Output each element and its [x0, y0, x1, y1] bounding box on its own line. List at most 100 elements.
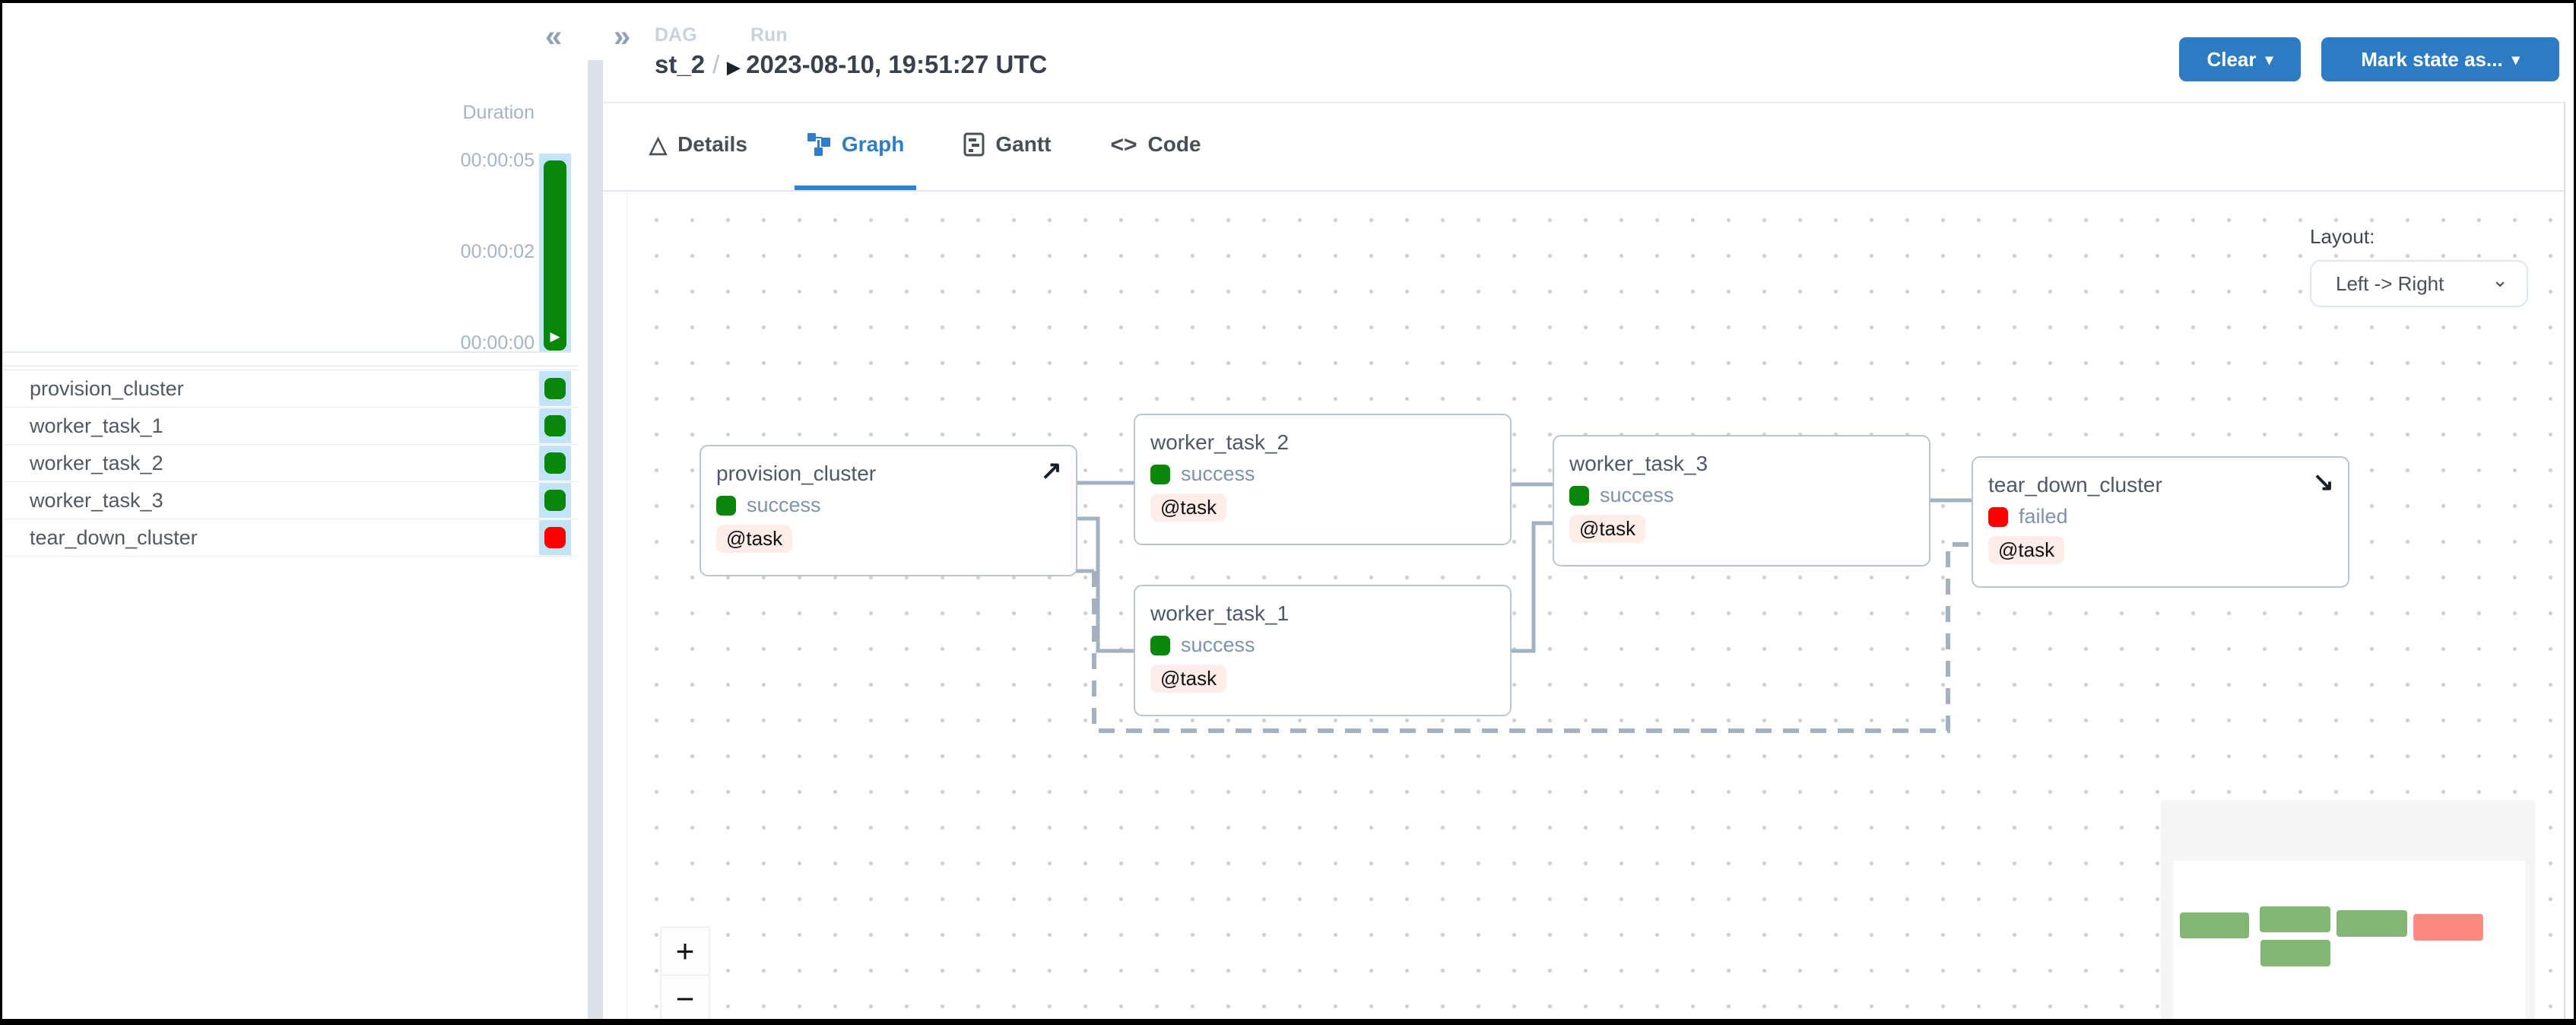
task-status-square[interactable] — [544, 415, 566, 436]
tab-details[interactable]: △ Details — [645, 132, 752, 191]
edge-worker1-to-worker3 — [1512, 521, 1553, 653]
panel-splitter[interactable] — [588, 60, 603, 1019]
layout-label: Layout: — [2310, 225, 2375, 248]
task-decorator-badge: @task — [1150, 493, 1227, 522]
task-status-cell — [539, 446, 571, 481]
task-status-square[interactable] — [544, 378, 566, 399]
scrollbar-track[interactable] — [2564, 102, 2574, 1019]
dag-id-link[interactable]: st_2 — [655, 50, 706, 78]
task-status-cell — [539, 408, 571, 443]
header-divider — [603, 102, 2564, 103]
mark-state-as-button-label: Mark state as... — [2361, 47, 2503, 71]
play-icon: ▶ — [550, 329, 560, 344]
layout-dropdown-value: Left -> Right — [2336, 271, 2444, 295]
task-name[interactable]: worker_task_2 — [30, 452, 163, 474]
gantt-icon — [963, 132, 985, 163]
task-status-cell — [539, 520, 571, 555]
status-dot — [1150, 464, 1170, 484]
status-dot — [1150, 635, 1170, 655]
task-decorator-badge: @task — [716, 525, 793, 553]
status-dot — [1569, 485, 1589, 506]
minimap-node — [2180, 912, 2249, 938]
status-text: success — [1181, 462, 1255, 485]
chart-axis-line — [2, 365, 578, 367]
code-icon: <> — [1110, 132, 1137, 157]
task-status-cell — [539, 371, 571, 406]
minimap-node — [2260, 906, 2330, 932]
table-row[interactable]: provision_cluster — [2, 370, 578, 408]
node-title: worker_task_3 — [1569, 452, 1708, 475]
table-row[interactable]: worker_task_3 — [2, 482, 578, 519]
view-tabs: △ Details Graph Gantt <> Code — [645, 132, 1206, 191]
breadcrumb-run-label: Run — [750, 24, 788, 46]
status-text: success — [1181, 633, 1255, 656]
duration-axis-label: Duration — [462, 102, 535, 123]
status-text: failed — [2019, 505, 2068, 528]
table-row[interactable]: worker_task_1 — [2, 408, 578, 445]
task-node-worker-task-3[interactable]: worker_task_3 success @task — [1553, 435, 1930, 566]
status-dot — [716, 495, 736, 516]
clear-button-label: Clear — [2206, 47, 2257, 71]
task-decorator-badge: @task — [1569, 515, 1646, 543]
task-decorator-badge: @task — [1988, 536, 2065, 564]
tab-code[interactable]: <> Code — [1106, 132, 1205, 191]
minimap-node — [2336, 910, 2407, 937]
tabs-bottom-border — [603, 190, 2564, 192]
run-timestamp-link[interactable]: 2023-08-10, 19:51:27 UTC — [746, 50, 1048, 78]
edge-setup-teardown-dashed — [1092, 542, 1972, 733]
details-icon: △ — [649, 132, 668, 157]
zoom-in-button[interactable]: + — [661, 928, 709, 975]
chart-axis-line — [2, 351, 571, 353]
graph-icon — [807, 132, 831, 163]
minimap-node — [2260, 940, 2330, 966]
table-row[interactable]: tear_down_cluster — [2, 519, 578, 557]
zoom-controls: + − — [661, 927, 709, 1019]
graph-canvas[interactable]: ↗ provision_cluster success @task worker… — [627, 192, 2565, 1019]
node-title: provision_cluster — [716, 462, 877, 485]
layout-dropdown[interactable]: Left -> Right ⌄ — [2310, 260, 2528, 307]
chevron-down-icon: ▾ — [2265, 51, 2273, 68]
task-status-square[interactable] — [544, 490, 566, 511]
task-status-square[interactable] — [544, 527, 566, 548]
duration-tick: 00:00:02 — [460, 241, 535, 262]
task-name[interactable]: provision_cluster — [30, 377, 184, 400]
task-name[interactable]: tear_down_cluster — [30, 526, 198, 549]
duration-tick: 00:00:05 — [460, 150, 535, 171]
chevron-down-icon: ⌄ — [2492, 268, 2508, 291]
task-node-worker-task-2[interactable]: worker_task_2 success @task — [1134, 414, 1512, 545]
task-name[interactable]: worker_task_1 — [30, 414, 163, 437]
mark-state-as-button[interactable]: Mark state as... ▾ — [2321, 37, 2559, 81]
duration-tick: 00:00:00 — [460, 332, 535, 354]
tab-gantt-label: Gantt — [995, 132, 1052, 156]
grid-sidebar: « Duration 00:00:05 00:00:02 00:00:00 ▶ … — [2, 3, 588, 1019]
breadcrumb-separator: / — [712, 50, 720, 78]
dag-run-duration-bar[interactable]: ▶ — [544, 160, 566, 351]
tab-graph-label: Graph — [841, 132, 905, 156]
task-status-square[interactable] — [544, 452, 566, 474]
run-indicator-icon: ▶ — [727, 58, 741, 77]
node-title: tear_down_cluster — [1988, 473, 2162, 497]
dag-edges — [1075, 481, 1972, 733]
task-node-tear-down-cluster[interactable]: ↘ tear_down_cluster failed @task — [1972, 456, 2349, 588]
tab-graph[interactable]: Graph — [794, 132, 917, 191]
chevron-down-icon: ▾ — [2511, 51, 2520, 68]
breadcrumb-dag-label: DAG — [655, 24, 697, 46]
clear-button[interactable]: Clear ▾ — [2179, 37, 2301, 81]
expand-panel-icon[interactable]: » — [614, 20, 631, 53]
teardown-arrow-icon: ↘ — [2312, 468, 2335, 497]
tab-gantt[interactable]: Gantt — [959, 132, 1055, 191]
graph-minimap[interactable] — [2161, 800, 2535, 1019]
minimap-node — [2413, 914, 2483, 941]
tab-code-label: Code — [1147, 132, 1201, 156]
airflow-grid-view: « Duration 00:00:05 00:00:02 00:00:00 ▶ … — [2, 3, 2574, 1019]
task-name[interactable]: worker_task_3 — [30, 489, 163, 512]
task-node-worker-task-1[interactable]: worker_task_1 success @task — [1134, 585, 1512, 716]
status-text: success — [747, 493, 821, 516]
table-row[interactable]: worker_task_2 — [2, 445, 578, 482]
breadcrumb: st_2/ ▶ 2023-08-10, 19:51:27 UTC — [655, 50, 1047, 79]
task-node-provision-cluster[interactable]: ↗ provision_cluster success @task — [700, 445, 1077, 576]
zoom-out-button[interactable]: − — [661, 975, 709, 1019]
setup-arrow-icon: ↗ — [1040, 456, 1063, 485]
collapse-panel-icon[interactable]: « — [545, 20, 563, 53]
task-list: provision_cluster worker_task_1 worker_t… — [2, 370, 578, 557]
